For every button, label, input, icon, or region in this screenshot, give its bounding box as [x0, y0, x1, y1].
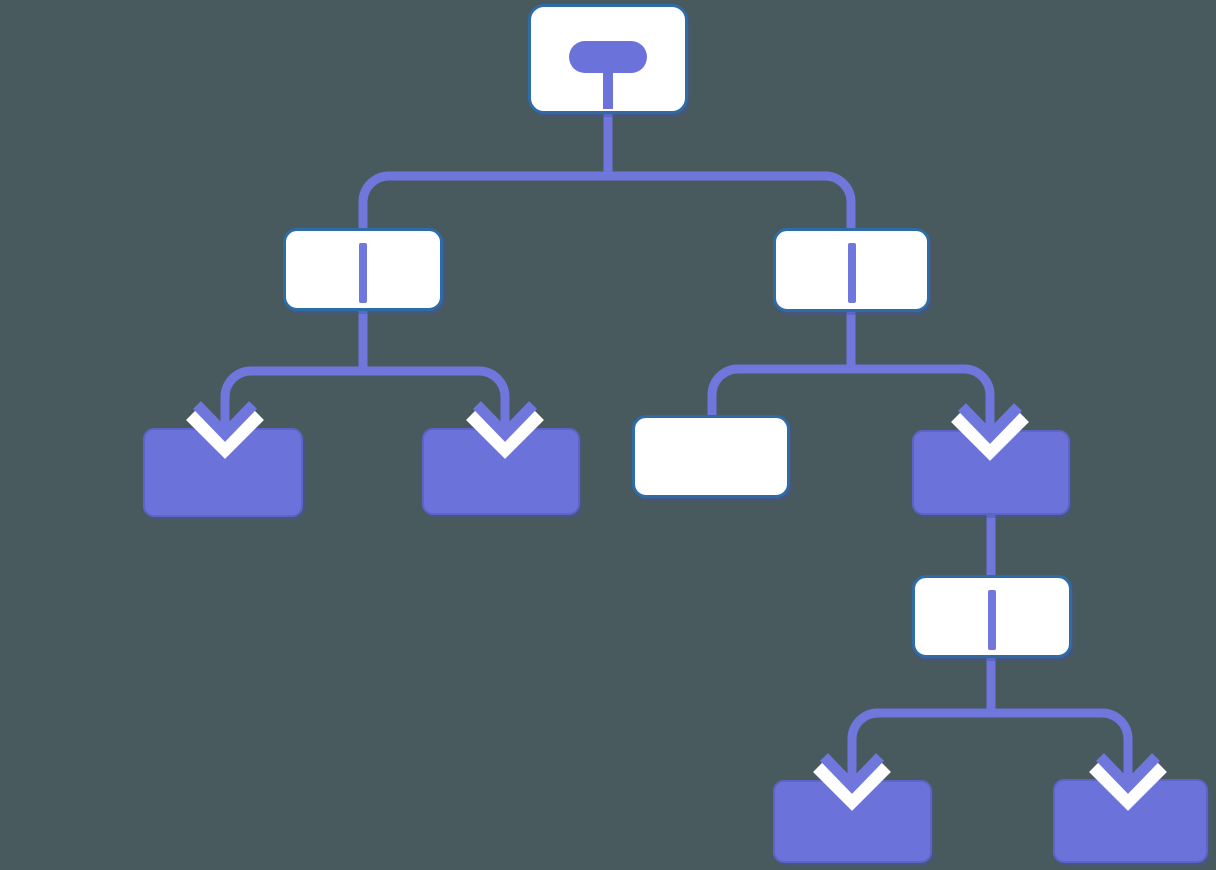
node-plain-white[interactable]	[632, 415, 790, 498]
node-root[interactable]	[528, 4, 688, 114]
divider-bar-icon	[847, 243, 856, 303]
root-pill-stem	[603, 69, 613, 109]
node-leaf-mid-left[interactable]	[422, 428, 580, 515]
root-pill-icon	[569, 41, 647, 73]
node-leaf-bottom-left[interactable]	[773, 780, 932, 863]
node-branch-right[interactable]	[773, 228, 930, 312]
node-leaf-bottom-right[interactable]	[1053, 779, 1208, 863]
node-leaf-far-left[interactable]	[143, 428, 303, 517]
node-collapse-mid-right[interactable]	[912, 430, 1070, 515]
edge-left-branch	[220, 366, 510, 430]
divider-bar-icon	[359, 243, 367, 303]
edge-right-branch	[707, 364, 995, 432]
edge-bottom-branch	[847, 708, 1133, 782]
divider-bar-icon	[988, 590, 996, 650]
node-branch-bottom[interactable]	[912, 575, 1072, 658]
edge-level1-branch	[358, 171, 856, 230]
node-branch-left[interactable]	[283, 228, 443, 311]
